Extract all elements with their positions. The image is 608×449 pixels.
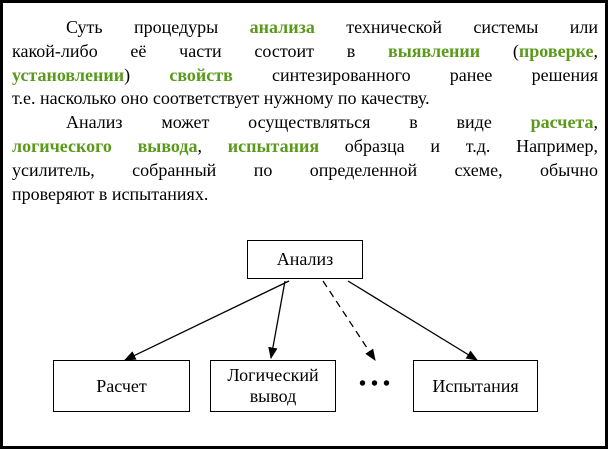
text-segment: образца и т.д. Например, [319,135,599,156]
text-segment: , [593,112,599,133]
highlighted-term: проверке [518,40,594,61]
text-line: т.е. насколько оно соответствует нужному… [12,87,598,111]
logic-box: Логический вывод [210,360,336,412]
arrow-dashed-other [322,280,376,361]
analysis-box: Анализ [247,240,363,279]
highlighted-term: логического вывода [12,135,198,156]
text-line: проверяют в испытаниях. [12,183,598,207]
text-segment: какой-либо её части состоит в [12,40,388,61]
ellipsis: • • • [359,373,391,395]
arrow-to-logic [268,280,286,360]
body-text: Суть процедуры анализа технической систе… [12,16,598,206]
text-line: Суть процедуры анализа технической систе… [12,16,598,40]
text-line: какой-либо её части состоит в выявлении … [12,40,598,64]
text-segment: проверяют в испытаниях. [12,183,209,204]
text-segment: усилитель, собранный по определенной схе… [12,159,598,180]
logic-label: Логический вывод [227,365,319,406]
text-segment: Суть процедуры [66,17,250,37]
text-segment: ( [480,40,519,61]
text-segment: Анализ может осуществляться в виде [66,112,531,133]
text-line: установлении) свойств синтезированного р… [12,64,598,88]
test-label: Испытания [432,375,519,396]
highlighted-term: свойств [169,64,233,85]
highlighted-term: испытания [227,135,320,156]
text-segment: , [197,135,228,156]
text-line: логического вывода, испытания образца и … [12,135,598,159]
text-line: Анализ может осуществляться в виде расче… [12,111,598,135]
test-box: Испытания [413,360,538,412]
highlighted-term: расчета [530,112,594,133]
diagram-arrows [123,280,478,361]
text-segment: синтезированного ранее решения [232,64,598,85]
calc-label: Расчет [96,375,147,396]
highlighted-term: выявлении [387,40,481,61]
text-line: усилитель, собранный по определенной схе… [12,159,598,183]
text-segment: технической системы или [314,17,598,37]
arrow-to-test [347,280,478,361]
calc-box: Расчет [53,360,190,412]
highlighted-term: анализа [249,17,315,37]
arrow-to-calc [123,280,290,361]
highlighted-term: установлении [12,64,125,85]
text-segment: ) [124,64,170,85]
analysis-label: Анализ [276,249,334,269]
text-segment: , [593,40,599,61]
text-segment: т.е. насколько оно соответствует нужному… [12,88,430,109]
